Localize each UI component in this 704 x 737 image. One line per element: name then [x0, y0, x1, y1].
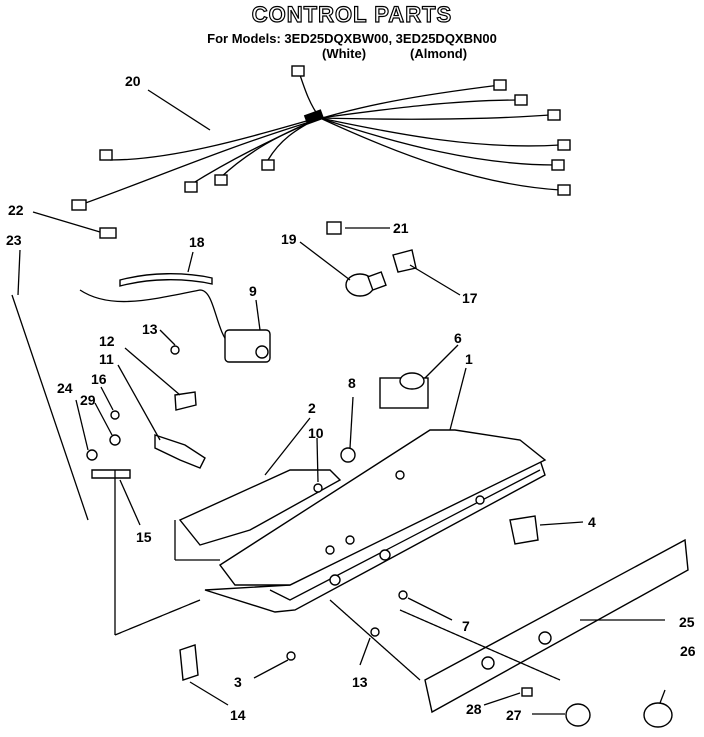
callout-26: 26: [680, 643, 696, 659]
callout-25: 25: [679, 614, 695, 630]
callout-4: 4: [588, 514, 596, 530]
color-almond-label: (Almond): [410, 46, 468, 61]
leader-lines: [17, 89, 666, 715]
callout-17: 17: [462, 290, 478, 306]
screw: [370, 627, 380, 637]
callout-6: 6: [454, 330, 462, 346]
nut: [110, 410, 120, 420]
callout-18: 18: [189, 234, 205, 250]
light-switch: [340, 447, 356, 463]
control-housing: [204, 429, 547, 613]
socket-bracket: [509, 515, 539, 545]
screw: [170, 345, 180, 355]
callout-9: 9: [249, 283, 257, 299]
control-knob: [643, 702, 673, 728]
callout-numbers: 20 22 21 23 18 19 17 9 13 6 12 11 1 8 16…: [6, 73, 696, 723]
callout-20: 20: [125, 73, 141, 89]
socket-clip: [326, 221, 342, 235]
screw: [398, 590, 408, 600]
mounting-bracket: [178, 469, 342, 546]
callout-13-bottom: 13: [352, 674, 368, 690]
air-damper: [154, 434, 206, 469]
color-white-label: (White): [322, 46, 367, 61]
harness-clip: [99, 227, 117, 239]
insulation-sleeve: [119, 273, 213, 287]
damper-bracket: [174, 391, 197, 411]
callout-3: 3: [234, 674, 242, 690]
spring: [86, 449, 98, 461]
callout-8: 8: [348, 375, 356, 391]
callout-27: 27: [506, 707, 522, 723]
screw: [286, 651, 296, 661]
knob-insert: [521, 687, 533, 697]
callout-28: 28: [466, 701, 482, 717]
washer: [109, 434, 121, 446]
callout-21: 21: [393, 220, 409, 236]
screw: [313, 483, 323, 493]
callout-13-top: 13: [142, 321, 158, 337]
model-numbers: For Models: 3ED25DQXBW00, 3ED25DQXBN00: [207, 31, 497, 46]
lever: [91, 469, 131, 479]
diagram-title: CONTROL PARTS: [251, 1, 453, 27]
callout-23: 23: [6, 232, 22, 248]
rod-bracket: [179, 644, 199, 681]
wiring-harness: [71, 65, 571, 211]
callout-1: 1: [465, 351, 473, 367]
callout-10: 10: [308, 425, 324, 441]
callout-29: 29: [80, 392, 96, 408]
callout-14: 14: [230, 707, 246, 723]
callout-2: 2: [308, 400, 316, 416]
callout-7: 7: [462, 618, 470, 634]
light-socket: [392, 249, 417, 273]
callout-19: 19: [281, 231, 297, 247]
control-knob: [565, 703, 591, 727]
callout-11: 11: [99, 351, 114, 367]
callout-24: 24: [57, 380, 73, 396]
callout-15: 15: [136, 529, 152, 545]
callout-16: 16: [91, 371, 107, 387]
control-rod: [11, 294, 89, 521]
callout-12: 12: [99, 333, 115, 349]
callout-22: 22: [8, 202, 24, 218]
capillary-tube: [79, 289, 231, 346]
